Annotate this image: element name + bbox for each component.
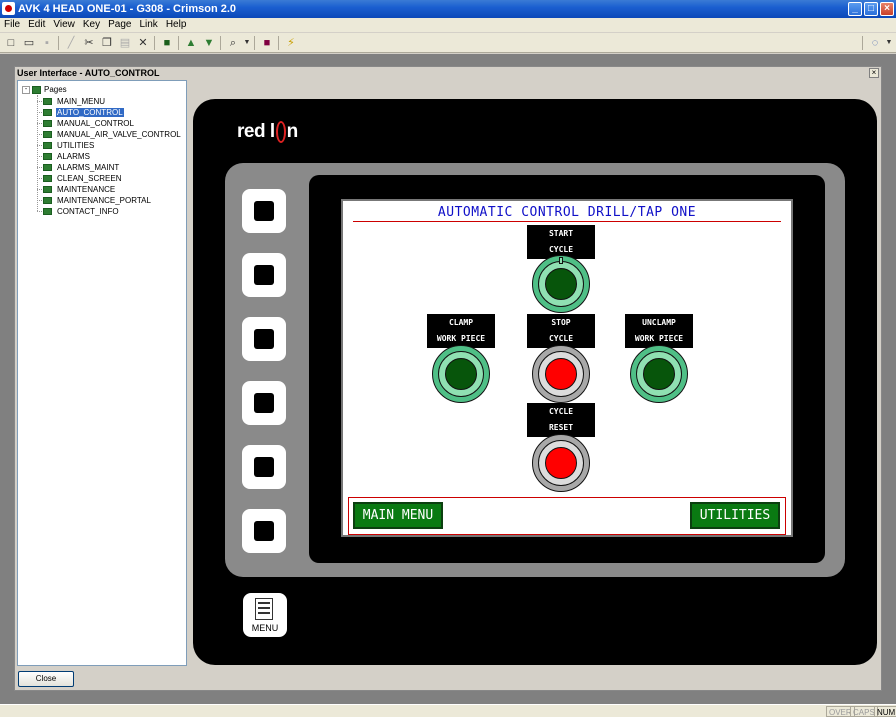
maximize-button[interactable]: □	[864, 2, 878, 16]
page-icon	[43, 208, 52, 216]
new-icon[interactable]: □	[7, 37, 15, 49]
page-icon	[43, 197, 52, 205]
close-button[interactable]: Close	[18, 671, 74, 687]
title-divider	[353, 221, 781, 222]
soft-key-1[interactable]	[242, 189, 286, 233]
tree-item-manual-control[interactable]: MANUAL_CONTROL	[37, 118, 135, 129]
window-title: AVK 4 HEAD ONE-01 - G308 - Crimson 2.0	[18, 3, 237, 15]
find-icon[interactable]: ⌕	[229, 37, 237, 49]
save-icon[interactable]: ▪	[45, 37, 49, 49]
page-icon	[43, 131, 52, 139]
tree-root[interactable]: - Pages	[22, 85, 67, 95]
title-bar: AVK 4 HEAD ONE-01 - G308 - Crimson 2.0 _…	[0, 0, 896, 18]
menu-help[interactable]: Help	[165, 19, 187, 30]
help-chevron-icon[interactable]: ▼	[885, 39, 893, 46]
logo-ring-icon	[275, 121, 286, 143]
tree-root-label: Pages	[44, 85, 67, 94]
page-icon	[43, 175, 52, 183]
tree-item-alarms[interactable]: ALARMS	[37, 151, 91, 162]
status-bar: OVER CAPS NUM	[0, 704, 896, 717]
menu-key[interactable]: Key	[82, 19, 101, 30]
soft-key-2[interactable]	[242, 253, 286, 297]
stop-cycle-button[interactable]	[532, 345, 590, 403]
workspace: User Interface - AUTO_CONTROL × - Pages M…	[0, 54, 896, 704]
properties-icon[interactable]: ■	[163, 37, 171, 49]
child-window-title: User Interface - AUTO_CONTROL	[15, 67, 881, 79]
app-icon	[2, 2, 15, 15]
minimize-button[interactable]: _	[848, 2, 862, 16]
menu-edit[interactable]: Edit	[28, 19, 46, 30]
tree-item-manual-air-valve-control[interactable]: MANUAL_AIR_VALVE_CONTROL	[37, 129, 182, 140]
child-close-icon[interactable]: ×	[869, 68, 879, 78]
menu-key[interactable]: MENU	[243, 593, 287, 637]
tree-item-main-menu[interactable]: MAIN_MENU	[36, 96, 106, 107]
page-icon	[43, 186, 52, 194]
page-icon	[43, 98, 52, 106]
toolbar: □ ▭ ▪ ╱ ✂ ❐ ▤ ✕ ■ ▲ ▼ ⌕ ▼ ■ ⚡ ◌ ▼	[0, 33, 896, 53]
tree-item-utilities[interactable]: UTILITIES	[36, 140, 95, 151]
chevron-down-icon[interactable]: ▼	[243, 39, 251, 46]
help-icon[interactable]: ◌	[871, 37, 879, 49]
menu-document-icon	[255, 598, 273, 620]
page-icon	[43, 109, 52, 117]
page-icon	[43, 120, 52, 128]
move-down-icon[interactable]: ▼	[203, 37, 215, 49]
clamp-work-piece-button[interactable]	[432, 345, 490, 403]
status-num: NUM	[874, 706, 896, 717]
tree-item-contact-info[interactable]: CONTACT_INFO	[37, 206, 120, 217]
menu-page[interactable]: Page	[108, 19, 132, 30]
tree-item-clean-screen[interactable]: CLEAN_SCREEN	[36, 173, 122, 184]
soft-key-6[interactable]	[242, 509, 286, 553]
pages-tree: - Pages MAIN_MENU AUTO_CONTROL MANUAL_CON…	[17, 80, 187, 666]
display-icon[interactable]: ■	[263, 37, 271, 49]
paste-icon[interactable]: ▤	[119, 37, 131, 49]
tree-item-auto-control[interactable]: AUTO_CONTROL	[37, 107, 124, 118]
lightning-icon[interactable]: ⚡	[287, 37, 295, 49]
tree-item-maintenance-portal[interactable]: MAINTENANCE_PORTAL	[37, 195, 152, 206]
page-icon	[43, 142, 52, 150]
close-window-button[interactable]: ×	[880, 2, 894, 16]
cycle-reset-button[interactable]	[532, 434, 590, 492]
move-up-icon[interactable]: ▲	[185, 37, 197, 49]
menu-file[interactable]: File	[4, 19, 21, 30]
start-cycle-button[interactable]	[532, 255, 590, 313]
screen-title: AUTOMATIC CONTROL DRILL/TAP ONE	[437, 205, 697, 220]
menu-link[interactable]: Link	[139, 19, 158, 30]
menu-bar: File Edit View Key Page Link Help	[0, 18, 896, 32]
page-icon	[43, 153, 52, 161]
utilities-button[interactable]: UTILITIES	[690, 502, 780, 529]
cut-icon[interactable]: ✂	[84, 37, 94, 49]
collapse-icon[interactable]: -	[22, 85, 30, 94]
unclamp-work-piece-button[interactable]	[630, 345, 688, 403]
delete-icon[interactable]: ✕	[138, 37, 148, 49]
tree-item-alarms-maint[interactable]: ALARMS_MAINT	[36, 162, 120, 173]
menu-view[interactable]: View	[53, 19, 75, 30]
soft-key-4[interactable]	[242, 381, 286, 425]
user-interface-window: User Interface - AUTO_CONTROL × - Pages M…	[14, 66, 882, 691]
soft-key-5[interactable]	[242, 445, 286, 489]
tree-item-maintenance[interactable]: MAINTENANCE	[36, 184, 116, 195]
soft-key-3[interactable]	[242, 317, 286, 361]
main-menu-button[interactable]: MAIN MENU	[353, 502, 443, 529]
edit-icon[interactable]: ╱	[67, 37, 75, 49]
copy-icon[interactable]: ❐	[102, 37, 112, 49]
page-icon	[43, 164, 52, 172]
open-icon[interactable]: ▭	[23, 37, 35, 49]
pages-folder-icon	[32, 85, 41, 94]
navigation-bar: MAIN MENU UTILITIES	[348, 497, 786, 535]
